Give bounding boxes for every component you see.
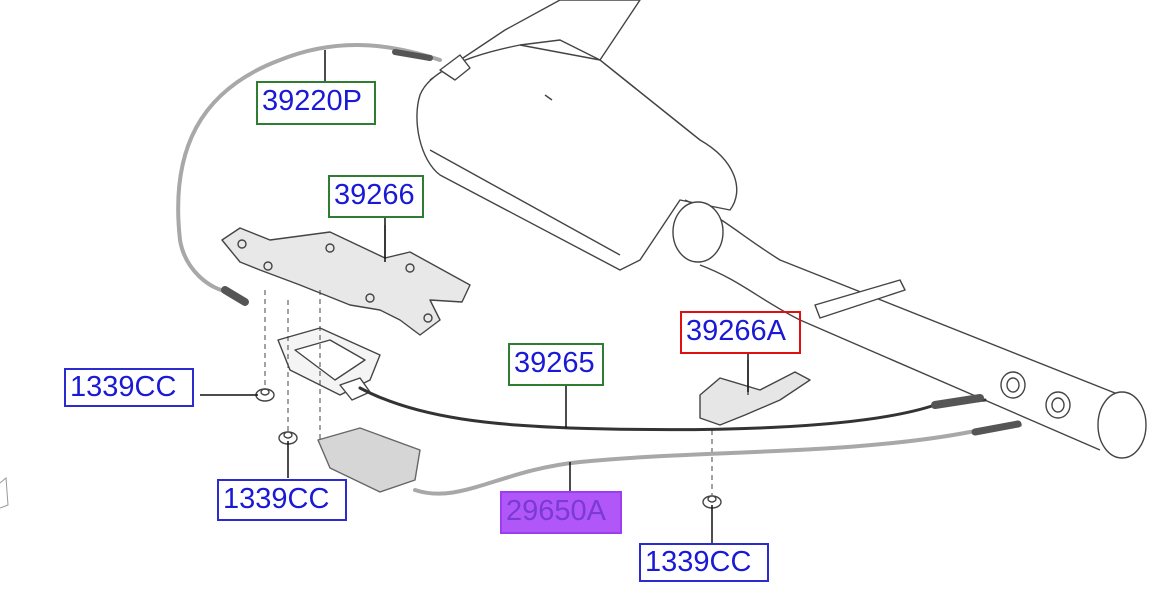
part-number-29650a: 29650A	[506, 495, 606, 527]
sensor-module-drawing	[277, 327, 381, 401]
part-number-1339cc-mid: 1339CC	[223, 483, 330, 515]
bracket-39266-drawing	[221, 225, 471, 336]
callout-39266a[interactable]: 39266A	[680, 311, 801, 354]
bracket-39266a-drawing	[699, 360, 811, 426]
cable-39265	[358, 386, 987, 432]
part-number-39220p: 39220P	[262, 85, 362, 117]
part-number-1339cc-left: 1339CC	[70, 371, 177, 403]
callout-1339cc-right[interactable]: 1339CC	[639, 543, 769, 582]
cable-39220p	[176, 43, 442, 294]
tail-pipe-drawing	[672, 199, 1147, 459]
callout-39220p[interactable]: 39220P	[256, 81, 376, 125]
part-number-39265: 39265	[514, 347, 595, 379]
part-number-1339cc-right: 1339CC	[645, 546, 752, 578]
part-number-39266: 39266	[334, 179, 415, 211]
callout-39266[interactable]: 39266	[328, 175, 424, 218]
cable-29650a	[413, 423, 1022, 496]
part-number-39266a: 39266A	[686, 315, 786, 347]
muffler-drawing	[416, 0, 738, 271]
assembly-guide-lines	[264, 290, 713, 495]
control-unit-drawing	[317, 427, 421, 493]
callout-29650a-selected[interactable]: 29650A	[500, 491, 622, 534]
callout-1339cc-left[interactable]: 1339CC	[64, 368, 194, 407]
leader-lines	[200, 50, 749, 543]
callout-1339cc-mid[interactable]: 1339CC	[217, 479, 347, 521]
callout-39265[interactable]: 39265	[508, 343, 604, 386]
